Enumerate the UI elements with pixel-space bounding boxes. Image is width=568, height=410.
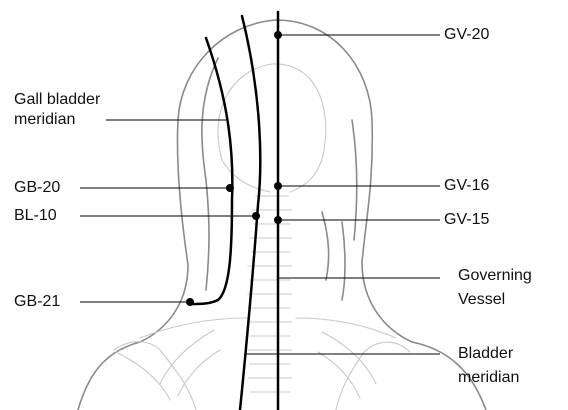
gv15-point	[274, 216, 282, 224]
left-clavicle	[140, 318, 248, 338]
left-scapula-spine	[116, 352, 170, 400]
right-clavicle	[296, 318, 396, 338]
skull-outline	[218, 64, 326, 192]
right-hair-strand-1	[352, 120, 357, 240]
gb21-label: GB-21	[14, 292, 60, 312]
gall-bladder-meridian-label-line1: Gall bladder	[14, 90, 100, 110]
gv20-point	[274, 31, 282, 39]
head-hair-silhouette	[78, 20, 486, 410]
bl10-point	[252, 212, 260, 220]
gb21-point	[186, 298, 194, 306]
left-upper-ribs	[160, 330, 220, 396]
right-hair-strand-3	[342, 222, 345, 300]
skeleton	[114, 64, 410, 410]
gv16-point	[274, 182, 282, 190]
right-upper-ribs	[318, 332, 376, 398]
right-hair-strand-2	[322, 212, 329, 280]
bladder-meridian-label-line1: Bladder	[458, 344, 513, 364]
gv15-label: GV-15	[444, 210, 489, 230]
gv16-label: GV-16	[444, 176, 489, 196]
left-shoulder-outline	[78, 342, 140, 410]
governing-vessel-label-line2: Vessel	[458, 290, 505, 310]
gall-bladder-meridian-label-line2: meridian	[14, 110, 75, 130]
governing-vessel-label-line1: Governing	[458, 266, 532, 286]
bl10-label: BL-10	[14, 206, 57, 226]
gall-bladder-meridian-line	[192, 38, 232, 304]
gb20-point	[226, 184, 234, 192]
acupoints	[186, 31, 282, 306]
cervical-vertebrae	[248, 196, 292, 392]
bladder-meridian-label-line2: meridian	[458, 368, 519, 388]
gv20-label: GV-20	[444, 25, 489, 45]
gb20-label: GB-20	[14, 178, 60, 198]
left-hair-strand	[202, 58, 218, 290]
